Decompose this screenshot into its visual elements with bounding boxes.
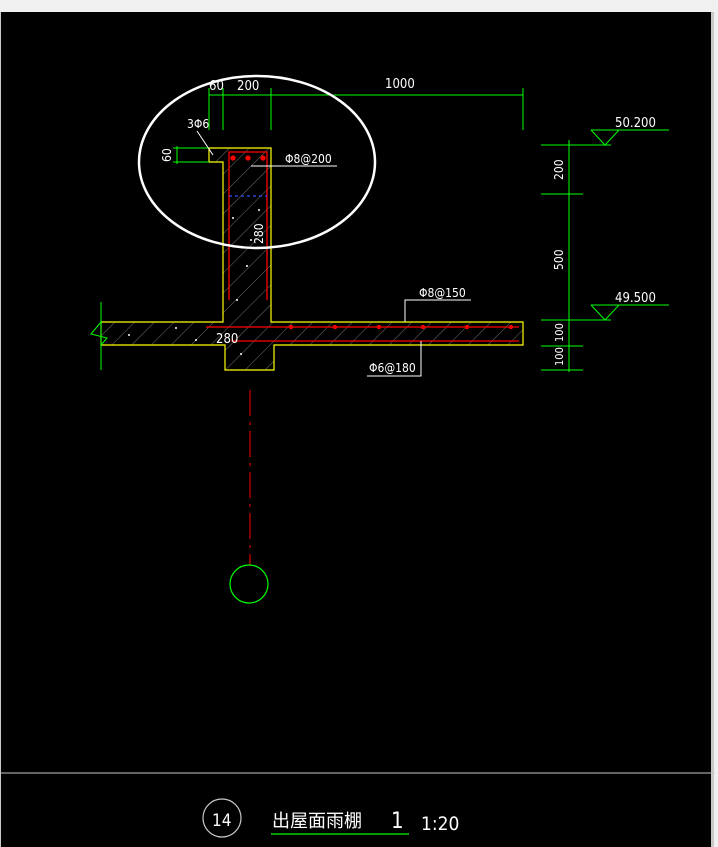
rebar: [206, 151, 519, 342]
rebar-dot: [230, 155, 236, 161]
right-dimension-chain: [541, 140, 611, 372]
detail-title: 出屋面雨棚: [272, 811, 362, 832]
break-symbol: [90, 321, 108, 346]
section-outline: [100, 147, 524, 371]
dim-60-vertical: 60: [160, 148, 174, 162]
concrete-aggregate: [128, 209, 260, 355]
concrete-section: [90, 147, 524, 371]
dim-100-vertical-upper: 100: [553, 323, 566, 342]
dim-280-base: 280: [216, 332, 238, 347]
label-slab-bottom: Φ6@180: [369, 361, 416, 375]
label-slab-top: Φ8@150: [419, 286, 466, 300]
label-top-bars: 3Φ6: [187, 117, 209, 131]
rebar-dot: [332, 324, 338, 330]
window-title-strip: [0, 0, 718, 12]
parapet-stirrup: [228, 151, 268, 300]
dim-280-parapet: 280: [252, 223, 266, 244]
axis-bubble: [229, 564, 269, 604]
detail-number-circle: [202, 798, 242, 838]
drawing-scale: 1:20: [421, 813, 459, 835]
dim-200-top: 200: [237, 79, 259, 94]
elevation-lower: 49.500: [615, 291, 656, 306]
dim-100-vertical-lower: 100: [553, 347, 566, 366]
rebar-dot: [376, 324, 382, 330]
cad-viewport[interactable]: 60 200 1000 60 3Φ6 Φ8@200 Φ8@150 Φ6@180 …: [0, 12, 715, 847]
dim-1000-top: 1000: [385, 77, 415, 92]
label-stirrup: Φ8@200: [285, 152, 332, 166]
elevation-upper: 50.200: [615, 116, 656, 131]
dim-500-vertical: 500: [552, 249, 566, 270]
rebar-dot: [464, 324, 470, 330]
elevation-mark-lower: [590, 304, 669, 321]
rebar-dot: [288, 324, 294, 330]
elevation-mark-upper: [590, 129, 669, 146]
parapet-and-slab-hatch: [101, 148, 523, 370]
cad-drawing: 60 200 1000 60 3Φ6 Φ8@200 Φ8@150 Φ6@180 …: [1, 74, 715, 838]
rebar-dot: [508, 324, 514, 330]
left-60-dimension: [173, 146, 209, 164]
detail-number: 14: [212, 811, 231, 831]
sheet-reference: 1: [391, 809, 404, 834]
rebar-dot: [420, 324, 426, 330]
dim-200-vertical: 200: [552, 159, 566, 180]
rebar-dot: [260, 155, 266, 161]
top-dimensions: [208, 88, 524, 130]
rebar-dot: [245, 155, 251, 161]
highlight-circle: [137, 74, 377, 250]
